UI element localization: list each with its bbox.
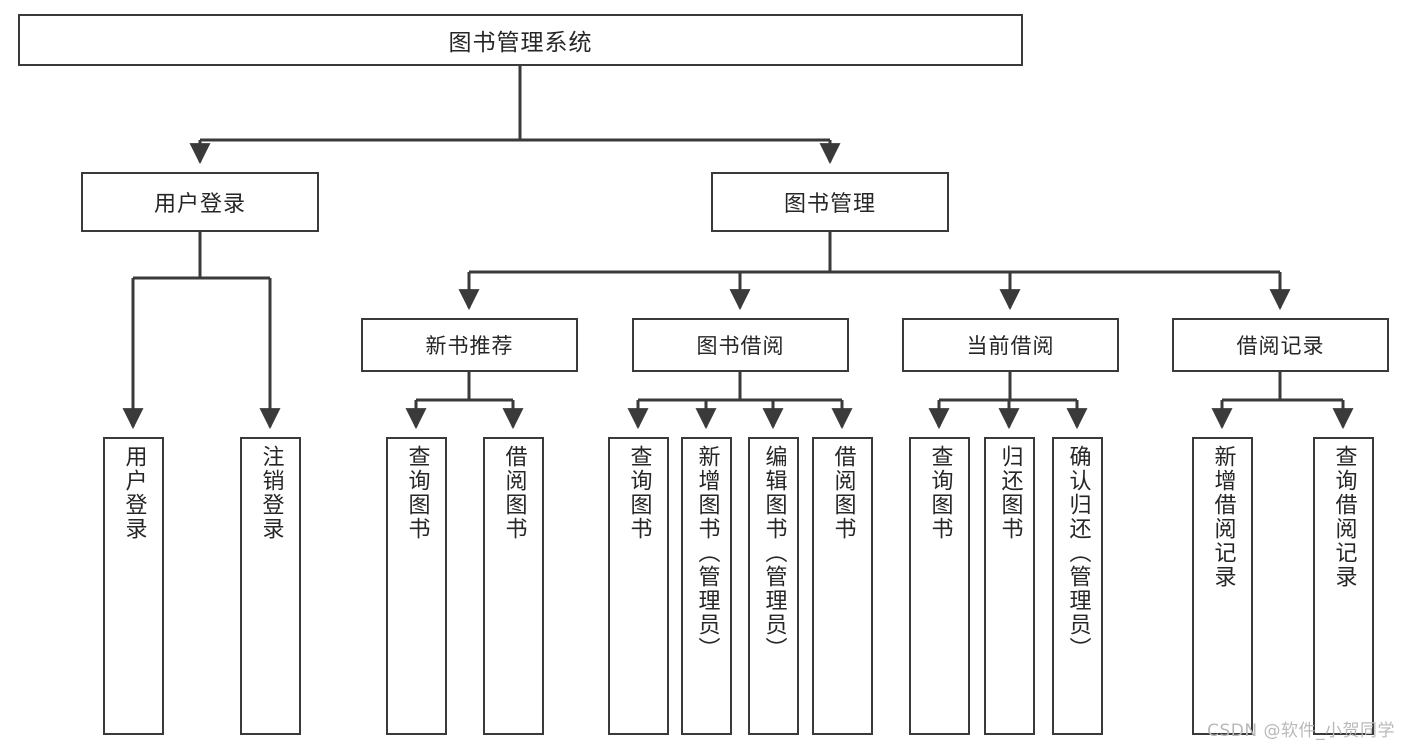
node-level2-current-borrow[interactable]: 当前借阅	[902, 318, 1119, 372]
node-leaf-confirm-return-admin[interactable]: 确认归还（管理员）	[1052, 437, 1103, 735]
node-root-label: 图书管理系统	[448, 30, 593, 56]
node-leaf-add-borrow-record[interactable]: 新增借阅记录	[1192, 437, 1253, 735]
node-leaf-confirm-return-admin-label: 确认归还（管理员）	[1065, 445, 1091, 661]
node-leaf-return-book-label: 归还图书	[997, 445, 1023, 541]
node-leaf-add-borrow-record-label: 新增借阅记录	[1210, 445, 1236, 589]
node-level2-current-borrow-label: 当前借阅	[966, 334, 1055, 358]
node-leaf-add-book-admin[interactable]: 新增图书（管理员）	[681, 437, 732, 735]
node-leaf-borrow-book-recommend[interactable]: 借阅图书	[483, 437, 544, 735]
node-leaf-borrow-book[interactable]: 借阅图书	[812, 437, 873, 735]
node-leaf-query-book-recommend[interactable]: 查询图书	[386, 437, 447, 735]
node-level2-new-book-recommend[interactable]: 新书推荐	[361, 318, 578, 372]
node-leaf-query-book-recommend-label: 查询图书	[404, 445, 430, 541]
node-leaf-query-borrow-record[interactable]: 查询借阅记录	[1313, 437, 1374, 735]
node-level1-book-management-label: 图书管理	[783, 192, 876, 217]
node-level2-book-borrow-label: 图书借阅	[696, 334, 785, 358]
watermark: CSDN @软件_小贺同学	[1207, 721, 1395, 741]
node-leaf-query-borrow-record-label: 查询借阅记录	[1331, 445, 1357, 589]
node-root[interactable]: 图书管理系统	[18, 14, 1023, 66]
node-leaf-query-book-borrow[interactable]: 查询图书	[608, 437, 669, 735]
node-leaf-query-book-current-label: 查询图书	[927, 445, 953, 541]
node-leaf-query-book-borrow-label: 查询图书	[626, 445, 652, 541]
node-level2-new-book-recommend-label: 新书推荐	[425, 334, 514, 358]
node-leaf-edit-book-admin[interactable]: 编辑图书（管理员）	[748, 437, 799, 735]
node-level1-user-login-label: 用户登录	[153, 192, 246, 217]
node-leaf-return-book[interactable]: 归还图书	[984, 437, 1035, 735]
node-leaf-add-book-admin-label: 新增图书（管理员）	[694, 445, 720, 661]
node-leaf-user-login[interactable]: 用户登录	[103, 437, 164, 735]
node-leaf-borrow-book-label: 借阅图书	[830, 445, 856, 541]
node-leaf-edit-book-admin-label: 编辑图书（管理员）	[761, 445, 787, 661]
node-level1-book-management[interactable]: 图书管理	[711, 172, 949, 232]
node-level2-borrow-records[interactable]: 借阅记录	[1172, 318, 1389, 372]
node-leaf-borrow-book-recommend-label: 借阅图书	[501, 445, 527, 541]
node-leaf-logout[interactable]: 注销登录	[240, 437, 301, 735]
node-level1-user-login[interactable]: 用户登录	[81, 172, 319, 232]
node-leaf-query-book-current[interactable]: 查询图书	[909, 437, 970, 735]
node-leaf-user-login-label: 用户登录	[121, 445, 147, 541]
node-leaf-logout-label: 注销登录	[258, 445, 284, 541]
node-level2-book-borrow[interactable]: 图书借阅	[632, 318, 849, 372]
node-level2-borrow-records-label: 借阅记录	[1236, 334, 1325, 358]
